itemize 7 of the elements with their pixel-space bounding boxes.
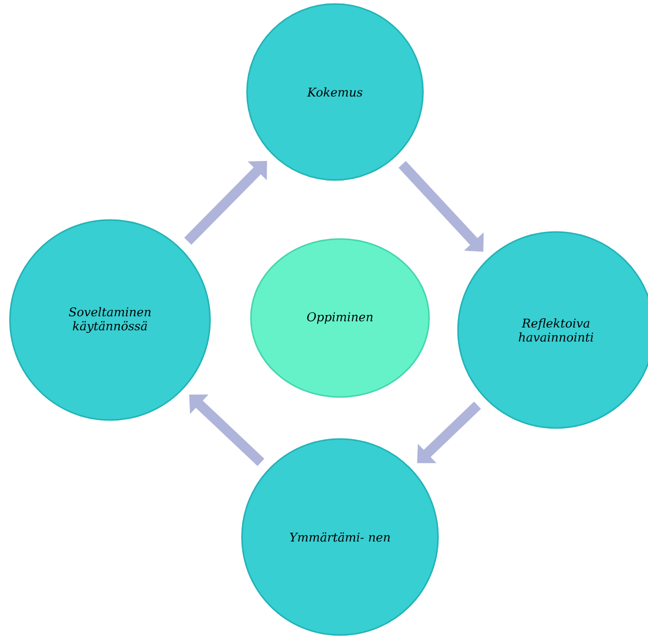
block-arrow <box>417 402 481 464</box>
circle-node: Ymmärtämi- nen <box>241 438 439 636</box>
circle-node: Soveltaminen käytännössä <box>9 219 211 421</box>
circle-node: Reflektoiva havainnointi <box>457 231 648 429</box>
block-arrow <box>398 160 484 252</box>
circle-node: Oppiminen <box>250 238 430 398</box>
circle-node: Kokemus <box>246 3 424 181</box>
